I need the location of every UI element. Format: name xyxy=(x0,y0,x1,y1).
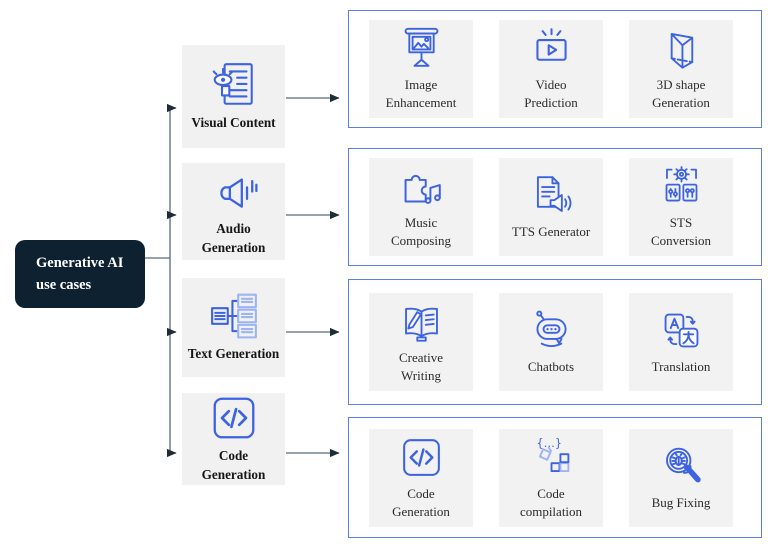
use-case-card: Creative Writing xyxy=(369,293,473,391)
category-node-text-generation: Text Generation xyxy=(182,278,285,377)
use-case-card: Chatbots xyxy=(499,293,603,391)
use-case-group-audio-generation: Music Composing TTS Generator STS Conver… xyxy=(348,148,762,266)
use-case-group-code-generation: Code Generation {…} Code compilation Bug… xyxy=(348,417,762,538)
use-case-card: {…} Code compilation xyxy=(499,428,603,527)
use-case-card: Code Generation xyxy=(369,428,473,527)
code-compilation-icon: {…} xyxy=(529,435,574,480)
use-case-label: Code Generation xyxy=(392,485,450,519)
tts-generator-icon xyxy=(529,173,574,218)
use-case-label: STS Conversion xyxy=(651,215,711,248)
use-case-label: Creative Writing xyxy=(398,350,444,383)
use-case-label: 3D shape Generation xyxy=(652,77,710,110)
creative-writing-icon xyxy=(399,299,444,344)
category-label: Code Generation xyxy=(201,448,266,482)
category-node-visual-content: Visual Content xyxy=(182,45,285,148)
sts-conversion-icon xyxy=(659,164,704,209)
root-node-label: Generative AI use cases xyxy=(36,254,124,293)
use-case-card: Bug Fixing xyxy=(629,428,733,527)
chatbots-icon xyxy=(529,308,574,353)
use-case-label: Chatbots xyxy=(527,359,575,375)
music-composing-icon xyxy=(399,164,444,209)
use-case-card: 3D shape Generation xyxy=(629,20,733,118)
category-label: Text Generation xyxy=(187,346,280,362)
video-prediction-icon xyxy=(529,26,574,71)
use-case-card: Video Prediction xyxy=(499,20,603,118)
audio-generation-icon xyxy=(209,166,259,216)
use-case-label: Music Composing xyxy=(391,215,451,248)
use-case-group-visual-content: Image Enhancement Video Prediction 3D sh… xyxy=(348,10,762,128)
category-node-code-generation: Code Generation xyxy=(182,393,285,485)
image-enhancement-icon xyxy=(399,26,444,71)
use-case-label: Bug Fixing xyxy=(651,494,711,510)
svg-text:{…}: {…} xyxy=(536,437,562,450)
use-case-card: STS Conversion xyxy=(629,158,733,256)
use-case-label: Code compilation xyxy=(519,485,583,519)
root-node-generative-ai: Generative AI use cases xyxy=(15,240,145,308)
visual-content-icon xyxy=(209,60,259,110)
use-case-card: TTS Generator xyxy=(499,158,603,256)
use-case-label: Video Prediction xyxy=(524,77,578,110)
category-label: Visual Content xyxy=(191,115,276,131)
3d-shape-generation-icon xyxy=(659,26,704,71)
category-label: Audio Generation xyxy=(201,220,266,255)
use-case-card: Music Composing xyxy=(369,158,473,256)
text-generation-icon xyxy=(209,291,259,341)
code-generation-icon xyxy=(209,393,259,443)
use-case-card: Translation xyxy=(629,293,733,391)
use-case-label: Translation xyxy=(651,359,711,375)
use-case-label: TTS Generator xyxy=(511,224,591,240)
use-case-label: Image Enhancement xyxy=(385,77,457,110)
use-case-group-text-generation: Creative Writing Chatbots Translation xyxy=(348,279,762,405)
code-generation-icon xyxy=(399,435,444,480)
category-node-audio-generation: Audio Generation xyxy=(182,163,285,260)
bug-fixing-icon xyxy=(659,444,704,489)
use-case-card: Image Enhancement xyxy=(369,20,473,118)
translation-icon xyxy=(659,308,704,353)
